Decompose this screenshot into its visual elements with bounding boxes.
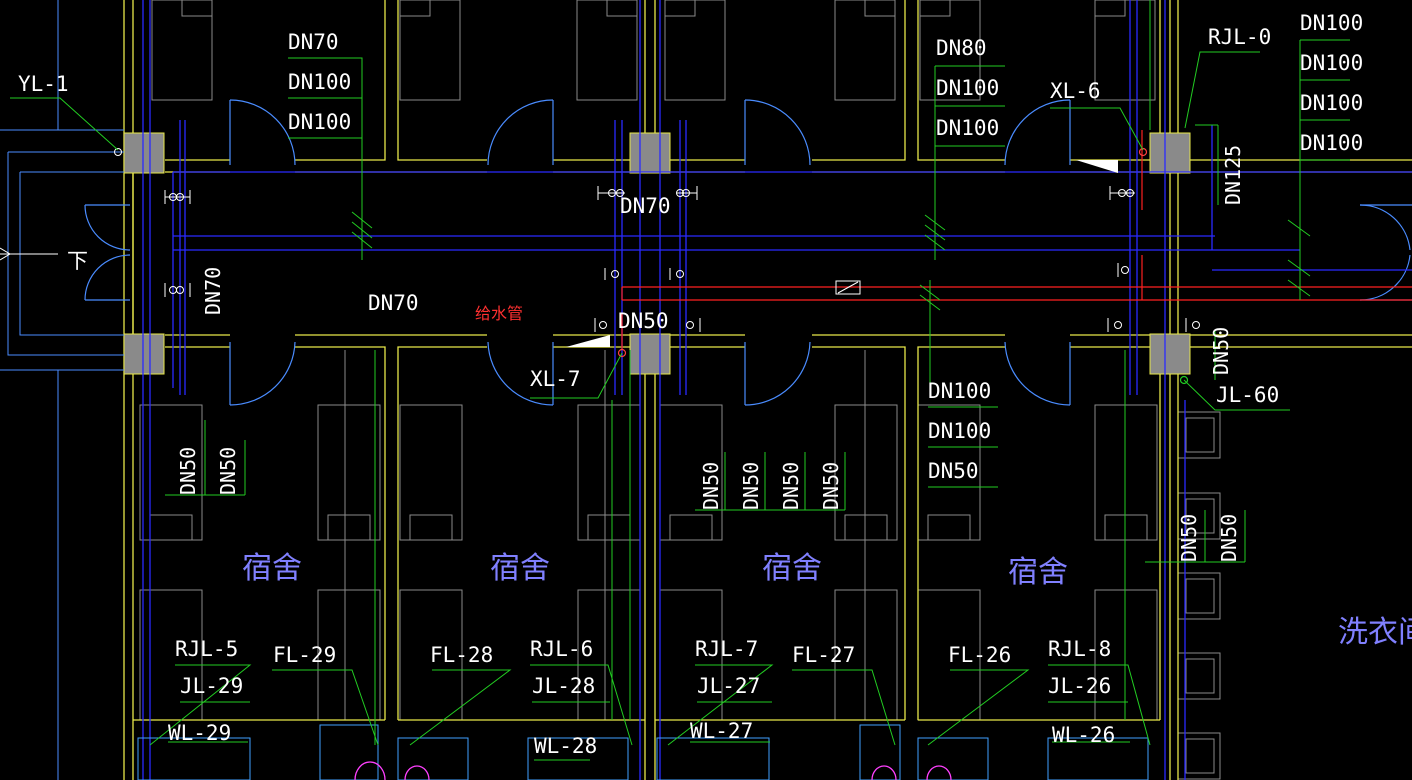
label-dn100-right-4: DN100	[1300, 131, 1363, 155]
label-dn80: DN80	[936, 36, 987, 60]
label-jl-26: JL-26	[1048, 674, 1111, 698]
label-rjl-8: RJL-8	[1048, 637, 1111, 661]
label-dn100-lower-2: DN100	[928, 419, 991, 443]
doors	[84, 99, 1412, 406]
room-label-dormitory-3: 宿舍	[762, 551, 822, 586]
label-dn100-mid-2: DN100	[936, 116, 999, 140]
label-fl-28: FL-28	[430, 643, 493, 667]
riser-markers-green	[1179, 375, 1189, 385]
pipe-labels: YL-1 DN70 DN100 DN100 DN80 DN100 DN100 X…	[18, 11, 1412, 758]
pipe-fittings	[114, 148, 1200, 332]
room-label-dormitory-4: 宿舍	[1008, 555, 1068, 590]
label-dn50-v3: DN50	[699, 462, 723, 510]
room-label-laundry: 洗衣间	[1338, 615, 1412, 650]
label-dn125: DN125	[1221, 145, 1245, 205]
room-label-dormitory-2: 宿舍	[490, 551, 550, 586]
label-rjl-0: RJL-0	[1208, 25, 1271, 49]
label-xl-7: XL-7	[530, 367, 581, 391]
label-yl-1: YL-1	[18, 72, 69, 96]
label-dn70-vertical: DN70	[201, 267, 225, 315]
label-rjl-6: RJL-6	[530, 637, 593, 661]
label-dn50-v8: DN50	[1217, 514, 1241, 562]
label-wl-28: WL-28	[534, 734, 597, 758]
label-dn50-v4: DN50	[739, 462, 763, 510]
label-dn70-top: DN70	[288, 30, 339, 54]
columns	[123, 132, 1191, 375]
label-fl-27: FL-27	[792, 643, 855, 667]
label-dn50-v6: DN50	[819, 462, 843, 510]
riser-markers	[617, 147, 1148, 358]
label-wl-26: WL-26	[1052, 723, 1115, 747]
label-jl-29: JL-29	[180, 674, 243, 698]
green-leaders	[10, 0, 1350, 761]
toilets	[354, 761, 952, 780]
label-dn100-lower-1: DN100	[928, 379, 991, 403]
label-dn50-v7: DN50	[1177, 514, 1201, 562]
red-pipes	[621, 130, 1412, 350]
entry-arrow-icon	[0, 247, 58, 261]
label-rjl-5: RJL-5	[175, 637, 238, 661]
stair-outline	[0, 0, 124, 780]
bathroom-fixtures	[137, 724, 1149, 780]
room-label-dormitory-1: 宿舍	[242, 551, 302, 586]
label-dn100-right-2: DN100	[1300, 51, 1363, 75]
label-dn100-right-1: DN100	[1300, 11, 1363, 35]
label-dn50-v2: DN50	[216, 447, 240, 495]
label-dn100-right-3: DN100	[1300, 91, 1363, 115]
stair-wedges	[566, 160, 1118, 347]
label-dn50-mid: DN50	[618, 309, 669, 333]
label-dn100-top-2: DN100	[288, 110, 351, 134]
label-dn100-mid-1: DN100	[936, 76, 999, 100]
blue-pipes	[142, 0, 1412, 780]
label-dn100-top-1: DN100	[288, 70, 351, 94]
label-dn70-mid: DN70	[620, 194, 671, 218]
label-jl-27: JL-27	[697, 674, 760, 698]
label-dn50-v1: DN50	[176, 447, 200, 495]
label-fl-26: FL-26	[948, 643, 1011, 667]
label-wl-27: WL-27	[690, 719, 753, 743]
label-fl-29: FL-29	[273, 643, 336, 667]
label-dn50-v5: DN50	[779, 462, 803, 510]
label-dn70-corridor: DN70	[368, 291, 419, 315]
label-water-supply-pipe: 给水管	[475, 304, 523, 323]
label-rjl-7: RJL-7	[695, 637, 758, 661]
label-xl-6: XL-6	[1050, 79, 1101, 103]
label-dn50-lower: DN50	[928, 459, 979, 483]
label-down: 下	[67, 249, 88, 273]
label-wl-29: WL-29	[168, 721, 231, 745]
valve-icon	[835, 280, 861, 295]
label-jl-60: JL-60	[1216, 383, 1279, 407]
label-dn50-right-vertical: DN50	[1209, 327, 1233, 375]
label-jl-28: JL-28	[532, 674, 595, 698]
